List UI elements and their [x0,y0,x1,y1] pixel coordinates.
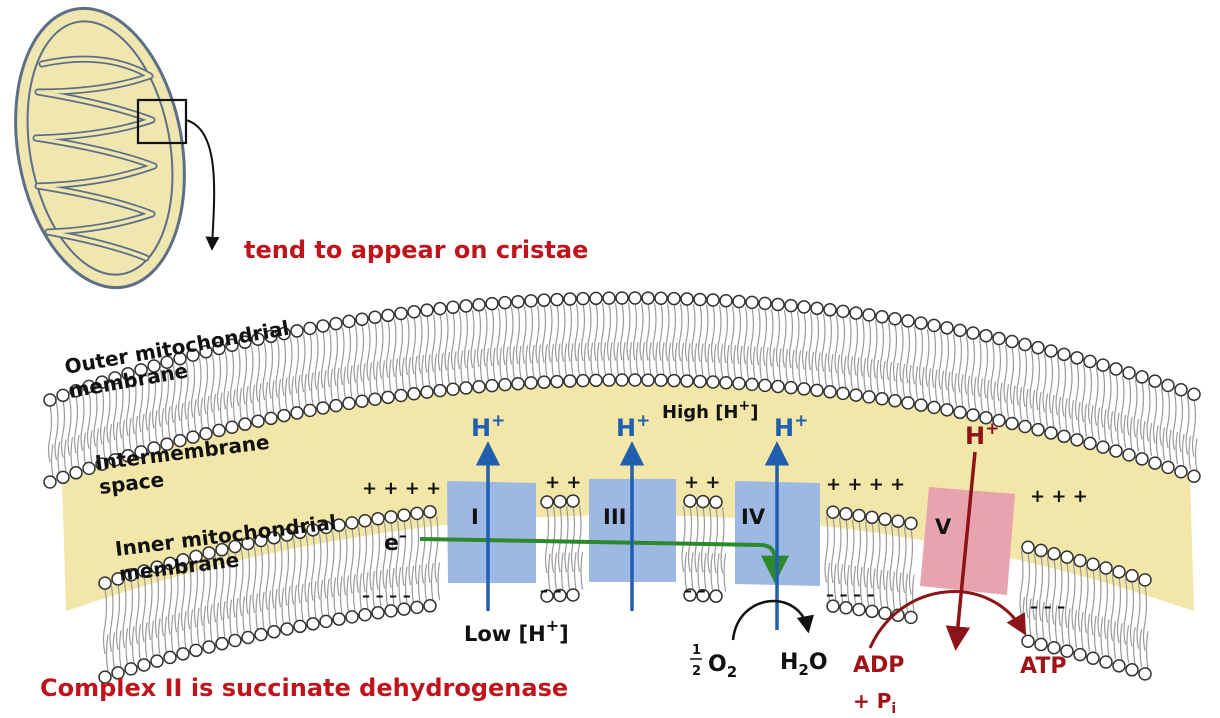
zoom-arrow [185,119,220,251]
charge-minus-4: – – – – [826,585,875,604]
membranes [43,291,1201,684]
outer-membrane-bilayer [43,291,1201,489]
complex-i: I [447,481,536,583]
phosphate-label: + Pi [853,689,896,717]
proton-labels: H+ H+ H+ [471,411,808,442]
water-formation-arrow [731,599,814,641]
half-numerator: 1 [692,643,701,658]
complex-iii-label: III [603,505,626,529]
oxygen-label: O2 [708,652,737,681]
charge-plus-5: + + + [1030,486,1088,507]
charge-minus-2: – – [540,581,562,600]
inner-membrane-bilayer [98,494,1152,684]
cristae-note: tend to appear on cristae [244,236,589,264]
adp-to-atp-arrow [868,590,1027,649]
proton-label-iv: H+ [774,411,808,442]
charge-minus-3: – – [684,581,706,600]
high-proton-label: High [H+] [662,398,758,423]
electron-path-arrow [419,537,789,584]
complex-ii-note: Complex II is succinate dehydrogenase [40,674,569,702]
charge-plus-2: + + [545,472,581,493]
proton-arrow-atp-synthase [945,451,977,651]
charge-plus-3: + + [684,472,720,493]
charge-minus-1: – – – – [362,586,411,605]
half-denominator: 2 [692,664,701,679]
electron-label: e– [384,526,407,556]
zoom-box [136,98,188,145]
complex-v-label: V [935,515,952,539]
charges: + + + + + + + + + + + + + + + – – – – – … [362,472,1088,616]
low-proton-label: Low [H+] [464,616,569,646]
half-oxygen-label: 1 2 O2 [690,643,737,681]
atp-label: ATP [1020,654,1066,679]
proton-label-iii: H+ [616,411,650,442]
complex-i-label: I [471,505,479,529]
mitochondrion-thumbnail [14,6,220,290]
proton-label-i: H+ [471,411,505,442]
proton-label-v: H+ [965,419,999,450]
water-label: H2O [780,650,828,679]
adp-label: ADP [853,653,904,678]
complex-iv-label: IV [741,505,766,529]
mitochondrion-inner [26,20,174,276]
charge-plus-4: + + + + [826,474,905,495]
charge-minus-5: – – – [1030,597,1065,616]
charge-plus-1: + + + + [362,478,441,499]
